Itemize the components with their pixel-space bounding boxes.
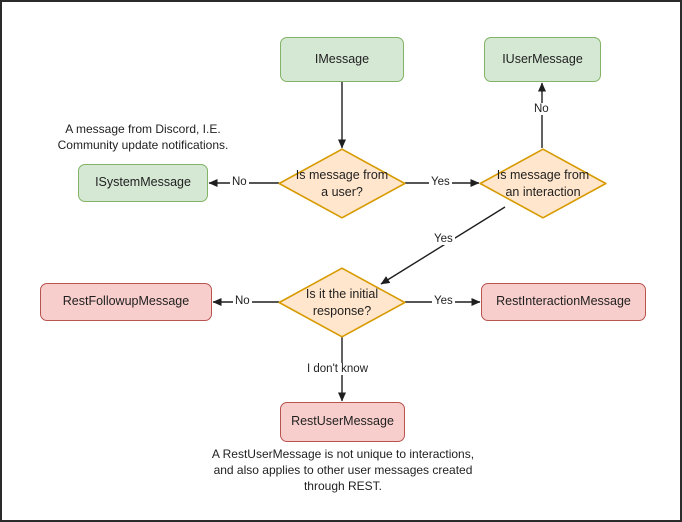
decision-from-interaction[interactable]: Is message from an interaction <box>479 148 607 219</box>
annotation-rest-user-message: A RestUserMessage is not unique to inter… <box>211 447 475 494</box>
node-restinteractionmessage-label: RestInteractionMessage <box>496 294 631 309</box>
edge-label-initial-yes: Yes <box>432 295 455 307</box>
edge-label-dont-know: I don't know <box>305 363 371 375</box>
edge-label-from-interaction-no: No <box>532 103 551 115</box>
decision-initial-response-shape <box>278 267 406 338</box>
decision-initial-response-label: Is it the initial response? <box>305 287 379 318</box>
edge-label-from-interaction-yes: Yes <box>432 233 455 245</box>
node-restfollowupmessage-label: RestFollowupMessage <box>62 294 190 309</box>
node-restusermessage-label: RestUserMessage <box>291 414 394 429</box>
node-iusermessage-label: IUserMessage <box>502 51 583 66</box>
node-isystemmessage-label: ISystemMessage <box>95 175 191 190</box>
edge-label-from-user-yes: Yes <box>429 176 452 188</box>
node-restinteractionmessage[interactable]: RestInteractionMessage <box>481 283 646 321</box>
decision-from-user[interactable]: Is message from a user? <box>278 148 406 219</box>
annotation-system-message: A message from Discord, I.E. Community u… <box>57 122 229 153</box>
decision-from-user-shape <box>278 148 406 219</box>
node-isystemmessage[interactable]: ISystemMessage <box>78 164 208 202</box>
node-imessage[interactable]: IMessage <box>280 37 404 82</box>
edge-label-initial-no: No <box>233 295 252 307</box>
node-restusermessage[interactable]: RestUserMessage <box>280 402 405 442</box>
node-restfollowupmessage[interactable]: RestFollowupMessage <box>40 283 212 321</box>
node-imessage-label: IMessage <box>314 51 370 66</box>
decision-from-user-label: Is message from a user? <box>295 168 389 199</box>
decision-initial-response[interactable]: Is it the initial response? <box>278 267 406 338</box>
decision-from-interaction-shape <box>479 148 607 219</box>
node-iusermessage[interactable]: IUserMessage <box>484 37 601 82</box>
decision-from-interaction-label: Is message from an interaction <box>496 168 590 199</box>
edge-label-from-user-no: No <box>230 176 249 188</box>
